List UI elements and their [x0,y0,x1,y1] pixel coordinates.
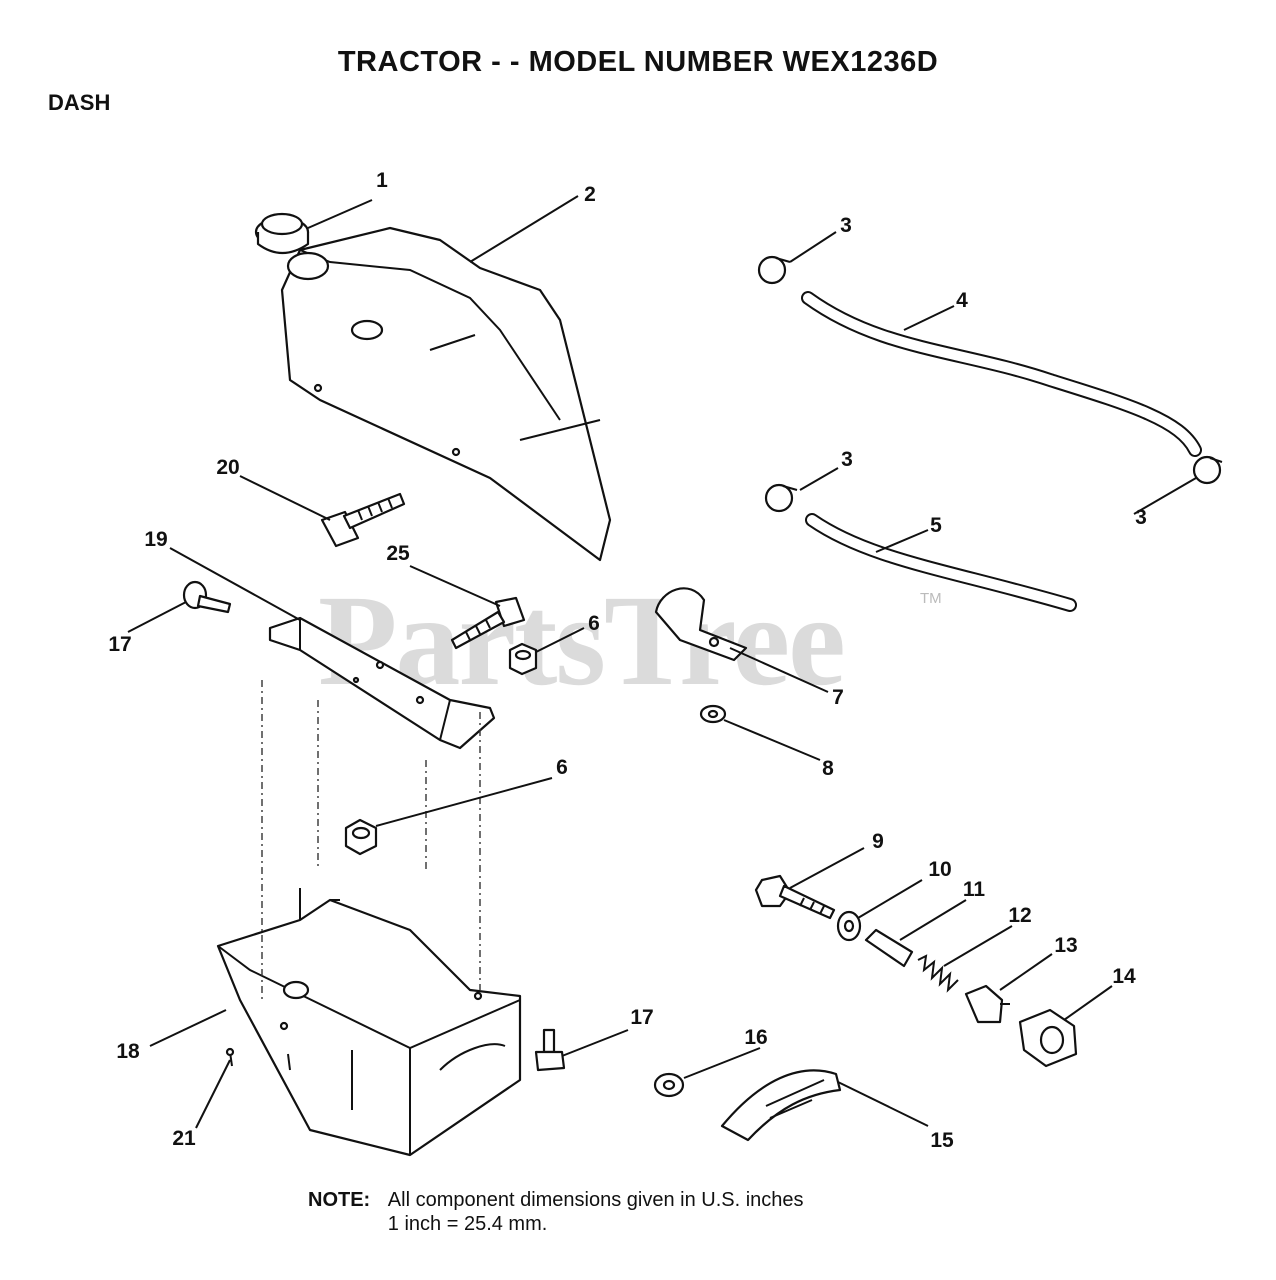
note-label: NOTE: [308,1189,371,1211]
note-line-1: All component dimensions given in U.S. i… [387,1189,804,1211]
callout-19: 19 [144,528,167,551]
part-17-bolt-bottom[interactable] [534,1028,566,1072]
callout-1: 1 [376,169,388,192]
part-25-bolt[interactable] [450,596,526,650]
part-2-fuel-tank[interactable] [280,226,612,562]
callout-18: 18 [116,1040,140,1063]
part-4-fuel-line[interactable] [801,291,1202,457]
callout-4: 4 [956,289,968,312]
part-18-dash-panel[interactable] [216,888,522,1157]
callout-16: 16 [744,1026,767,1049]
callout-6-bottom: 6 [556,756,568,779]
callout-3-right: 3 [1135,506,1147,529]
callout-20: 20 [216,456,239,479]
callout-13: 13 [1054,934,1077,957]
callout-11: 11 [963,878,986,901]
callout-25: 25 [386,542,410,565]
part-7-clip[interactable] [654,587,748,662]
part-12-spring[interactable] [917,954,959,993]
part-21-pin[interactable] [225,1047,235,1067]
callout-14: 14 [1112,965,1136,988]
callout-17-bottom: 17 [630,1006,653,1029]
callout-15: 15 [930,1129,954,1152]
callout-17-top: 17 [108,633,131,656]
part-19-bracket[interactable] [268,616,496,750]
part-16-nut[interactable] [653,1072,685,1098]
callout-21: 21 [172,1127,196,1150]
part-9-bolt[interactable] [754,874,836,920]
part-1-fuel-cap[interactable] [254,212,310,255]
alignment-lines [261,680,481,1000]
part-8-washer[interactable] [699,704,727,724]
callout-12: 12 [1008,904,1031,927]
part-20-screw[interactable] [320,492,406,548]
part-6-nut-bottom[interactable] [344,818,378,856]
part-5-fuel-line[interactable] [805,513,1077,612]
page-title: TRACTOR - - MODEL NUMBER WEX1236D [337,46,939,78]
callout-7: 7 [832,686,844,709]
note-text: All component dimensions given in U.S. i… [388,1188,804,1236]
part-3-hose-clamp-top[interactable] [757,255,791,285]
callout-3-middle: 3 [841,448,853,471]
part-3-hose-clamp-right[interactable] [1192,455,1223,485]
part-15-indicator-plate[interactable] [720,1069,842,1142]
watermark-trademark: TM [920,590,942,607]
callout-5: 5 [930,514,942,537]
leader-lines [127,195,1197,1129]
note: NOTE: All component dimensions given in … [308,1188,804,1236]
part-3-hose-clamp-middle[interactable] [764,483,798,513]
part-14-knob[interactable] [1018,1008,1078,1068]
part-13-cam[interactable] [964,984,1010,1024]
callout-6-top: 6 [588,612,600,635]
callout-10: 10 [928,858,951,881]
note-line-2: 1 inch = 25.4 mm. [387,1213,548,1235]
part-10-washer[interactable] [836,910,862,942]
part-17-bolt-left[interactable] [182,580,232,614]
callout-2: 2 [584,183,596,206]
part-11-spacer[interactable] [864,928,914,968]
section-label: DASH [48,90,111,115]
callout-8: 8 [822,757,834,780]
callout-9: 9 [872,830,884,853]
callout-3-top: 3 [840,214,852,237]
part-6-nut-top[interactable] [508,642,538,676]
